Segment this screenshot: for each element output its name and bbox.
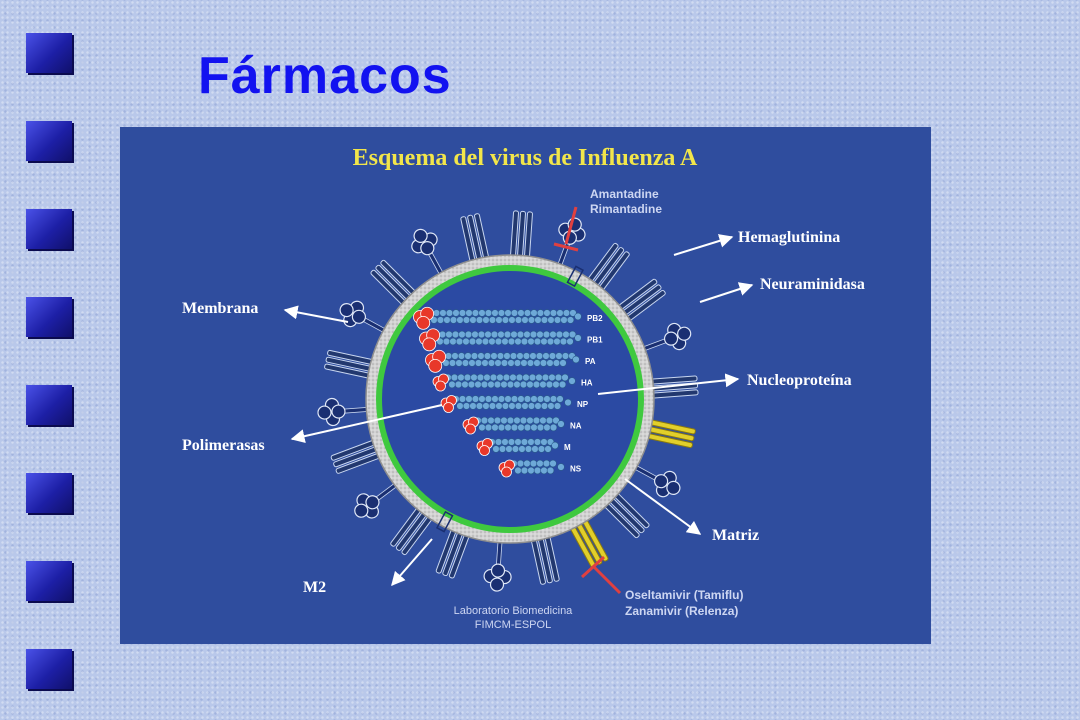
hemagglutinin-spike: [460, 213, 489, 263]
polymerase-complex: [413, 306, 435, 330]
bullet-square: [26, 121, 72, 161]
drug-zanamivir: Zanamivir (Relenza): [625, 604, 738, 618]
neuraminidase-spike: [641, 322, 692, 352]
segment-label: M: [564, 443, 571, 452]
hemaglutinina-arrow: [673, 234, 734, 256]
bullet-square: [26, 209, 72, 249]
m2-arrow: [391, 538, 433, 587]
segment-label: NS: [570, 465, 582, 474]
hemagglutinin-spike: [330, 440, 381, 474]
neuraminidase-spike: [633, 464, 681, 498]
polimerasas-arrow: [290, 404, 443, 444]
polymerase-complex: [419, 328, 441, 352]
oseltamivir-inhibitor-line: [592, 565, 622, 595]
neuraminidase-spike: [339, 300, 387, 334]
m2-channels: [435, 265, 585, 533]
label-matriz: Matriz: [712, 527, 759, 544]
rnp-segment: NA: [462, 416, 582, 435]
neuraminidasa-arrow: [699, 282, 754, 303]
segment-label: PB2: [587, 314, 603, 323]
credit-lab: Laboratorio Biomedicina: [454, 605, 574, 617]
inhibitor-markers: [553, 206, 622, 595]
neuraminidase-spike: [411, 228, 445, 276]
rnp-segment: NS: [498, 459, 582, 478]
bullet-square: [26, 297, 72, 337]
neuraminidase-spike: [354, 482, 399, 519]
polymerase-complex: [432, 373, 449, 392]
segment-label: PA: [585, 357, 596, 366]
polymerase-complex: [476, 438, 493, 456]
m2-channel: [435, 510, 454, 533]
hemagglutinin-spike: [370, 259, 416, 306]
rnp-segment: M: [476, 438, 571, 456]
drug-rimantadine: Rimantadine: [590, 202, 662, 216]
neuraminidase-spike: [317, 397, 369, 427]
polymerase-complex: [462, 416, 479, 435]
bullet-square: [26, 33, 72, 73]
segment-label: NA: [570, 422, 582, 431]
matriz-arrow: [624, 478, 702, 535]
label-m2: M2: [303, 579, 326, 596]
label-polimerasas: Polimerasas: [182, 437, 265, 454]
bullet-list: [26, 33, 72, 693]
slide-title: Fármacos: [198, 47, 452, 105]
hemagglutinin-spike: [646, 419, 696, 449]
label-hemaglutinina: Hemaglutinina: [738, 229, 840, 246]
rnp-segment: PA: [425, 349, 596, 373]
hemagglutinin-spike: [510, 210, 533, 259]
hemagglutinin-spike: [435, 528, 470, 579]
rnp-segment: PB2: [413, 306, 603, 330]
amantadine-inhibitor-bar: [553, 242, 579, 252]
segment-label: NP: [577, 400, 589, 409]
rnp-segment: NP: [440, 395, 589, 413]
bullet-square: [26, 473, 72, 513]
surface-spikes: [317, 210, 699, 592]
membrana-arrow: [283, 305, 349, 323]
hemagglutinin-spike: [604, 492, 650, 539]
bullet-square: [26, 385, 72, 425]
nucleoproteina-arrow: [597, 373, 740, 395]
polymerase-complex: [498, 459, 515, 478]
hemagglutinin-spike: [324, 349, 374, 379]
m2-channel: [566, 265, 585, 288]
polymerase-complex: [425, 349, 447, 373]
label-nucleoproteina: Nucleoproteína: [747, 372, 852, 389]
drug-amantadine: Amantadine: [590, 187, 659, 201]
credit-institution: FIMCM-ESPOL: [475, 619, 551, 631]
drug-oseltamivir: Oseltamivir (Tamiflu): [625, 588, 743, 602]
amantadine-inhibitor-line: [564, 206, 578, 245]
rnp-segment: PB1: [419, 328, 603, 352]
segment-label: PB1: [587, 336, 603, 345]
label-membrana: Membrana: [182, 300, 258, 317]
segment-label: HA: [581, 379, 593, 388]
neuraminidase-spike: [483, 540, 512, 592]
bullet-square: [26, 649, 72, 689]
diagram-title: Esquema del virus de Influenza A: [353, 145, 698, 171]
label-neuraminidasa: Neuraminidasa: [760, 276, 865, 293]
bullet-square: [26, 561, 72, 601]
polymerase-complex: [440, 395, 457, 413]
virus-diagram: Esquema del virus de Influenza A PB2PB1P…: [182, 145, 865, 631]
hemagglutinin-spike: [531, 535, 560, 585]
oseltamivir-inhibitor-bar: [580, 555, 606, 579]
rnp-segment: HA: [432, 373, 593, 392]
hemagglutinin-spike: [587, 242, 630, 291]
pointer-lines: [283, 234, 754, 587]
